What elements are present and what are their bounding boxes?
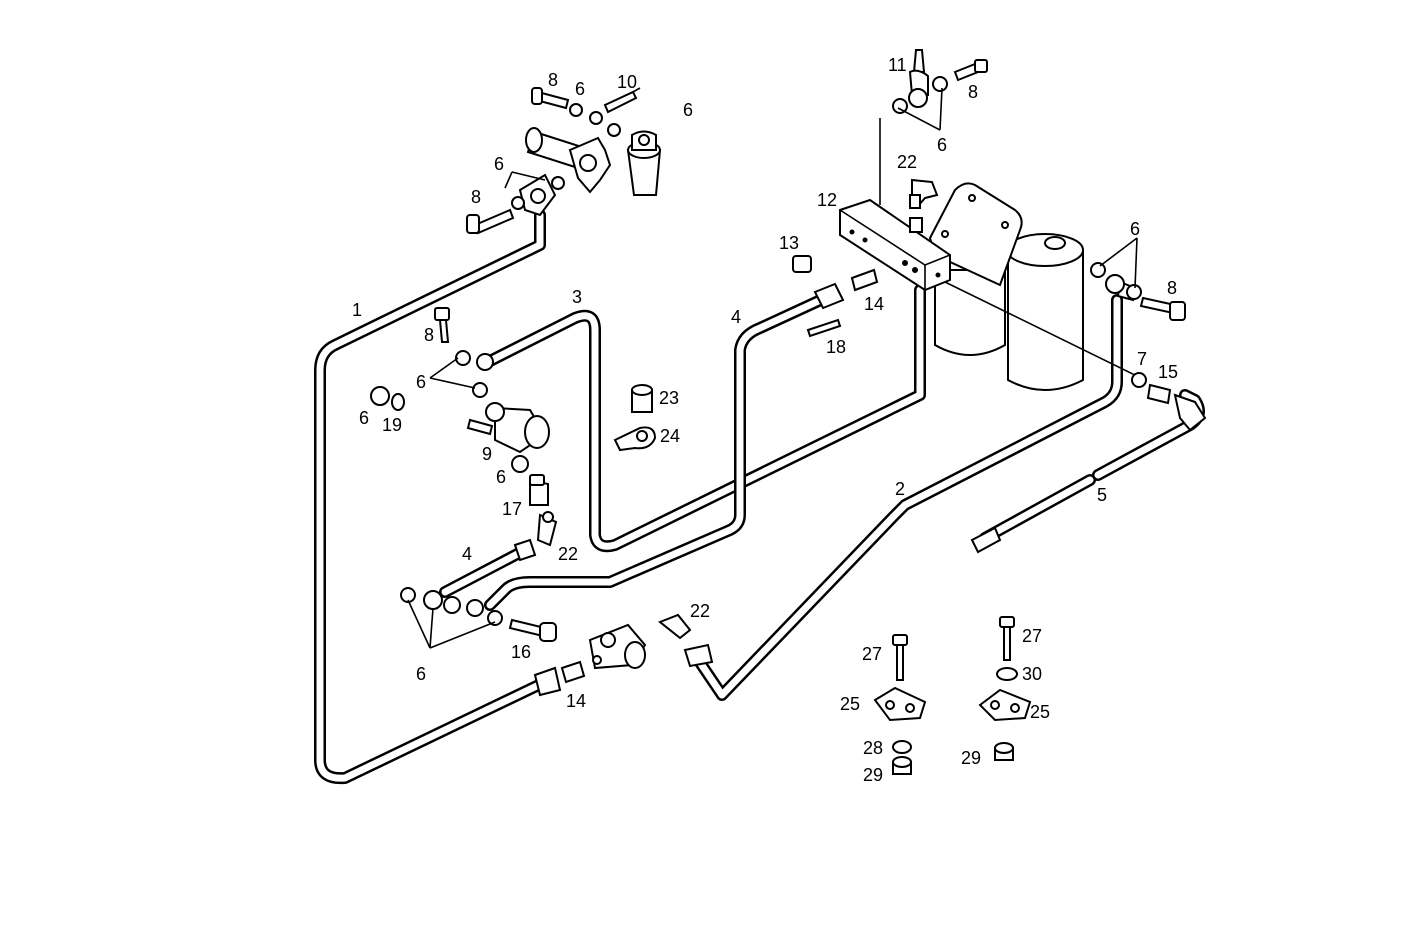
callout-6: 6 xyxy=(496,467,506,487)
callout-4: 4 xyxy=(462,544,472,564)
callout-8: 8 xyxy=(424,325,434,345)
callout-6: 6 xyxy=(416,372,426,392)
pipe-1 xyxy=(314,209,551,785)
callout-2: 2 xyxy=(895,479,905,499)
callout-9: 9 xyxy=(482,444,492,464)
callout-18: 18 xyxy=(826,337,846,357)
callout-25: 25 xyxy=(840,694,860,714)
callout-8: 8 xyxy=(968,82,978,102)
callout-11: 11 xyxy=(888,55,907,75)
clamp-assembly-left xyxy=(873,634,927,775)
pipe-4-lower xyxy=(484,292,831,611)
callout-6: 6 xyxy=(359,408,369,428)
callout-8: 8 xyxy=(471,187,481,207)
callout-6: 6 xyxy=(937,135,947,155)
callout-12: 12 xyxy=(817,190,837,210)
callout-6: 6 xyxy=(1130,219,1140,239)
callout-8: 8 xyxy=(1167,278,1177,298)
callout-28: 28 xyxy=(863,738,883,758)
callout-27: 27 xyxy=(1022,626,1042,646)
top-right-bolt-group xyxy=(879,49,988,205)
callout-19: 19 xyxy=(382,415,402,435)
pipe-5-hose xyxy=(979,389,1205,544)
callout-23: 23 xyxy=(659,388,679,408)
callout-22: 22 xyxy=(690,601,710,621)
center-right-fittings xyxy=(792,178,1207,554)
top-left-valve-group xyxy=(466,87,662,235)
callout-7: 7 xyxy=(1137,349,1147,369)
callout-3: 3 xyxy=(572,287,582,307)
callout-30: 30 xyxy=(1022,664,1042,684)
callout-22: 22 xyxy=(897,152,917,172)
callout-4: 4 xyxy=(731,307,741,327)
callout-29: 29 xyxy=(961,748,981,768)
callout-1: 1 xyxy=(352,300,362,320)
callout-27: 27 xyxy=(862,644,882,664)
callout-13: 13 xyxy=(779,233,799,253)
callout-6: 6 xyxy=(494,154,504,174)
callout-14: 14 xyxy=(566,691,586,711)
pipe-2 xyxy=(691,294,1123,701)
callout-16: 16 xyxy=(511,642,531,662)
callout-25: 25 xyxy=(1030,702,1050,722)
callout-15: 15 xyxy=(1158,362,1178,382)
callout-6: 6 xyxy=(683,100,693,120)
lower-left-fittings xyxy=(400,538,714,697)
callout-6: 6 xyxy=(575,79,585,99)
callout-8: 8 xyxy=(548,70,558,90)
filter-assembly xyxy=(839,182,1146,391)
leader-lines xyxy=(407,87,1138,649)
callout-10: 10 xyxy=(617,72,637,92)
center-left-parts xyxy=(370,307,657,547)
clamp-assembly-right xyxy=(978,616,1032,761)
callout-14: 14 xyxy=(864,294,884,314)
callout-5: 5 xyxy=(1097,485,1107,505)
callout-24: 24 xyxy=(660,426,680,446)
callout-22: 22 xyxy=(558,544,578,564)
callout-29: 29 xyxy=(863,765,883,785)
pipe-3 xyxy=(482,284,926,553)
pipe-4-short xyxy=(439,544,531,598)
callout-17: 17 xyxy=(502,499,522,519)
callout-labels: 1 2 3 4 4 5 6 6 6 6 6 6 6 6 6 6 7 8 8 8 … xyxy=(352,55,1178,785)
callout-6: 6 xyxy=(416,664,426,684)
